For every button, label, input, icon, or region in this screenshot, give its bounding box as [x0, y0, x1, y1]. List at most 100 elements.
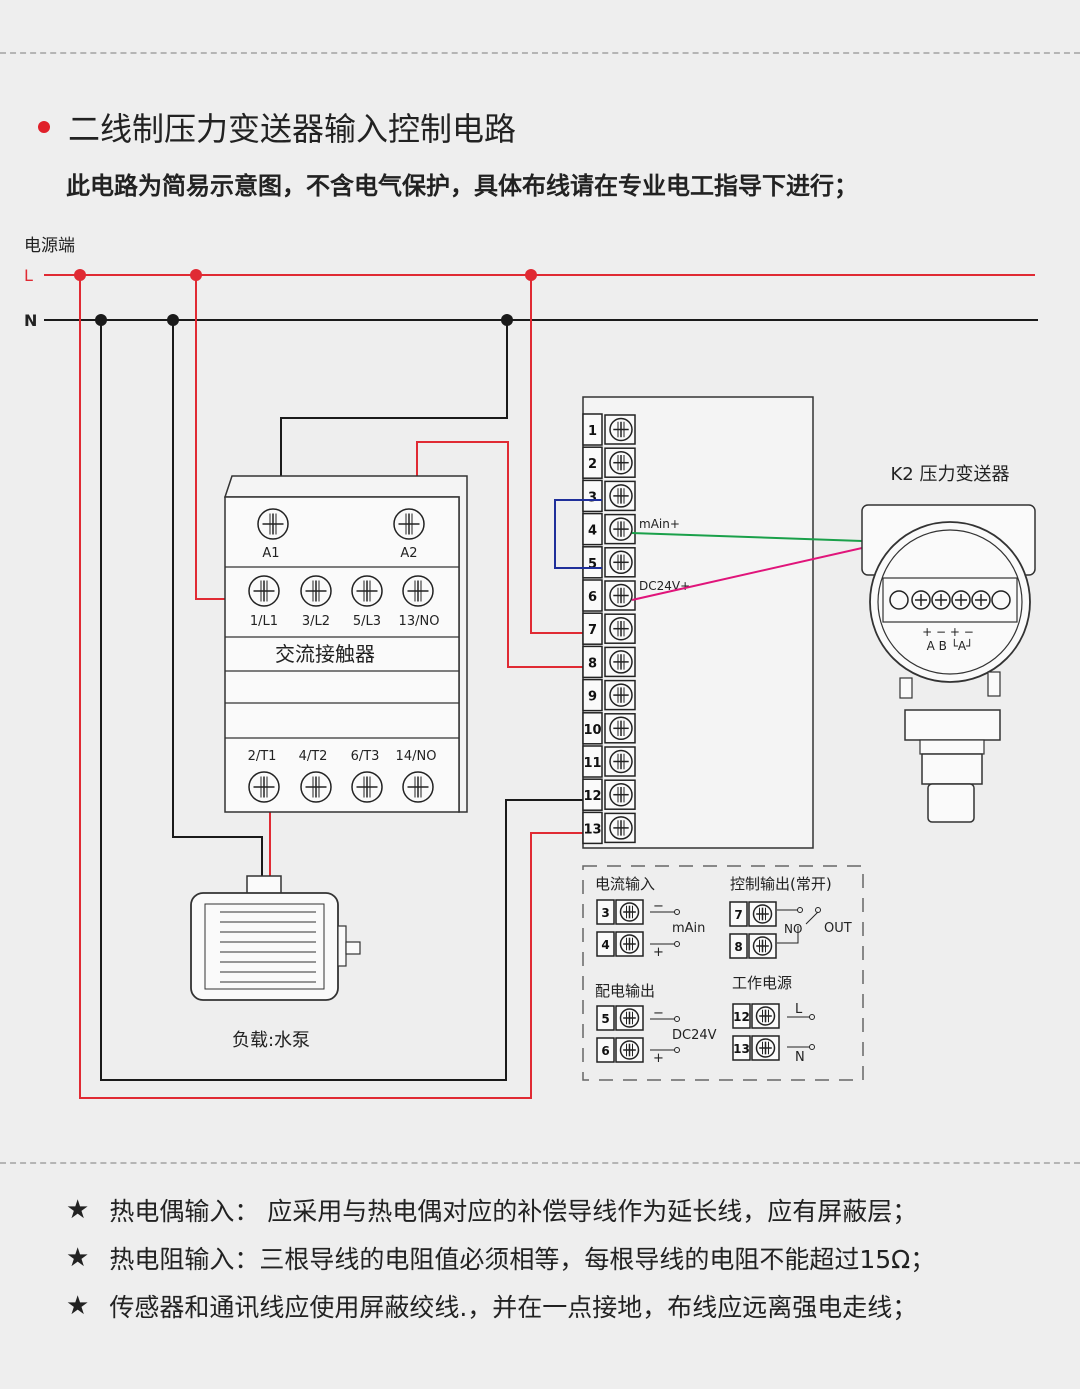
controller-terminal-10: 10 — [582, 712, 636, 745]
legend-terminal-screw — [619, 1040, 640, 1060]
legend-co-terminal-7: 7 — [729, 901, 777, 927]
pressure-transmitter: K2 压力变送器 + − + − A B └A┘ — [861, 464, 1036, 823]
transmitter-name: K2 压力变送器 — [891, 464, 1010, 485]
motor-flange — [337, 925, 347, 967]
terminal-screw-bottom-3 — [351, 771, 383, 803]
controller-terminal-number: 7 — [588, 623, 597, 638]
transmitter-nut — [921, 753, 983, 785]
co-no: NO — [784, 922, 802, 936]
note-text: 热电偶输入： 应采用与热电偶对应的补偿导线作为延长线，应有屏蔽层； — [109, 1197, 918, 1226]
wire-A2-to-t8 — [416, 441, 607, 668]
legend-terminal-number: 12 — [733, 1010, 750, 1024]
contactor-body — [224, 496, 460, 813]
line-N-label: N — [24, 311, 37, 330]
pump-motor: 负载:水泵 — [190, 875, 361, 1051]
wp-L: L — [795, 1002, 803, 1017]
legend-terminal-screw — [755, 1006, 776, 1026]
junction-dot — [74, 269, 86, 281]
controller-terminal-number: 8 — [588, 656, 597, 671]
legend-po-terminal-5: 5 — [596, 1005, 644, 1031]
controller-terminal-9: 9 — [582, 678, 636, 712]
terminal-screw-top-4 — [402, 575, 434, 607]
junction-dot — [525, 269, 537, 281]
transmitter-screw — [991, 590, 1011, 610]
controller-terminal-number: 5 — [588, 557, 597, 572]
controller-terminal-number: 9 — [588, 690, 597, 705]
ci-plus: + — [653, 945, 664, 960]
star-icon: ★ — [66, 1243, 90, 1273]
controller-terminal-number: 2 — [588, 457, 597, 472]
terminal-screw-top-3 — [351, 575, 383, 607]
terminal-label-6T3: 6/T3 — [351, 749, 380, 764]
red-bullet-icon — [38, 121, 50, 133]
ci-signal: mAin — [672, 921, 705, 936]
legend-wp-terminal-12: 12 — [732, 1003, 780, 1029]
page-title: 二线制压力变送器输入控制电路 — [68, 110, 517, 148]
label-mAin-plus: mAin+ — [639, 517, 680, 531]
top-divider — [0, 52, 1080, 54]
legend-control-output: 控制输出(常开) — [730, 875, 832, 893]
legend-terminal-screw — [619, 902, 640, 922]
controller-terminal-screw — [609, 716, 633, 741]
po-signal: DC24V — [672, 1028, 717, 1043]
transmitter-polarity: + − + − — [922, 625, 974, 639]
legend-power-output: 配电输出 — [595, 982, 655, 1000]
controller-terminal-7: 7 — [582, 612, 636, 645]
star-icon: ★ — [66, 1291, 90, 1321]
legend-terminal-screw — [619, 1008, 640, 1028]
transmitter-screw — [931, 590, 951, 610]
legend-terminal-number: 13 — [733, 1042, 750, 1056]
controller-terminal-number: 1 — [588, 424, 597, 439]
controller-terminal-number: 6 — [588, 590, 597, 605]
transmitter-neck — [904, 709, 1001, 741]
controller-terminal-screw — [609, 484, 633, 508]
terminal-label-2T1: 2/T1 — [248, 749, 277, 764]
legend-terminal-number: 8 — [734, 940, 742, 954]
terminal-label-3L2: 3/L2 — [302, 614, 330, 629]
bottom-divider — [0, 1162, 1080, 1164]
wire-N-to-A1 — [280, 320, 508, 522]
label-DC24V-plus: DC24V+ — [639, 579, 690, 593]
terminal-screw-A2 — [393, 508, 425, 540]
junction-dot — [501, 314, 513, 326]
line-L-label: L — [24, 266, 33, 285]
terminal-label-A2: A2 — [400, 546, 417, 561]
legend-terminal-number: 5 — [601, 1012, 609, 1026]
note-item: ★ 热电偶输入： 应采用与热电偶对应的补偿导线作为延长线，应有屏蔽层； — [66, 1186, 935, 1234]
controller-terminal-5: 5 — [582, 546, 636, 579]
terminal-label-5L3: 5/L3 — [353, 614, 381, 629]
notes-list: ★ 热电偶输入： 应采用与热电偶对应的补偿导线作为延长线，应有屏蔽层； ★ 热电… — [66, 1186, 935, 1330]
black-wires — [100, 320, 607, 1081]
note-text: 传感器和通讯线应使用屏蔽绞线.，并在一点接地，布线应远离强电走线； — [109, 1293, 918, 1322]
controller-terminal-12: 12 — [582, 778, 636, 811]
controller-terminal-screw — [609, 616, 633, 641]
terminal-screw-top-1 — [248, 575, 280, 607]
motor-terminal-box — [246, 875, 282, 895]
section-heading: 二线制压力变送器输入控制电路 — [38, 104, 516, 150]
controller-terminal-number: 3 — [588, 490, 597, 505]
terminal-label-13NO: 13/NO — [399, 614, 440, 629]
co-out: OUT — [824, 921, 852, 936]
terminal-label-1L1: 1/L1 — [250, 614, 278, 629]
legend-wp-terminal-13: 13 — [732, 1035, 780, 1061]
note-item: ★ 传感器和通讯线应使用屏蔽绞线.，并在一点接地，布线应远离强电走线； — [66, 1282, 935, 1330]
page-subtitle: 此电路为简易示意图，不含电气保护，具体布线请在专业电工指导下进行； — [66, 172, 858, 200]
transmitter-screw — [889, 590, 909, 610]
blue-jumper-wire — [554, 499, 602, 569]
controller-terminal-2: 2 — [582, 446, 636, 479]
controller-terminal-3: 3 — [582, 479, 636, 513]
power-source-label: 电源端 — [24, 236, 75, 256]
terminal-screw-top-2 — [300, 575, 332, 607]
controller-terminal-screw — [609, 816, 633, 840]
legend-ci-terminal-3: 3 — [596, 899, 644, 925]
transmitter-screw — [911, 590, 931, 610]
controller-terminal-11: 11 — [582, 745, 636, 778]
controller-terminal-screw — [609, 417, 633, 442]
controller-terminal-screw — [609, 450, 633, 475]
legend-co-terminal-8: 8 — [729, 933, 777, 959]
controller-terminal-4: 4 — [582, 512, 636, 546]
terminal-screw-bottom-1 — [248, 771, 280, 803]
motor-shaft — [345, 941, 361, 955]
controller-terminal-13: 13 — [582, 811, 636, 845]
